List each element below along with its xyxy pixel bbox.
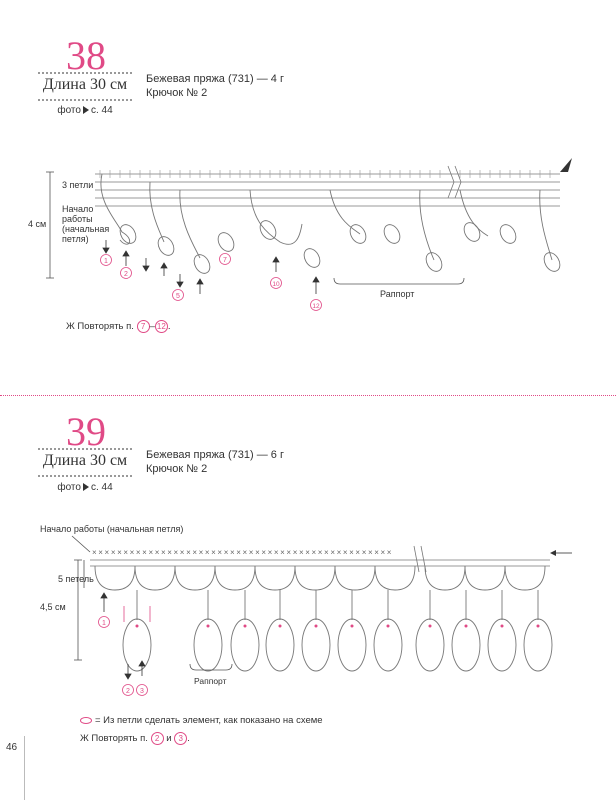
pattern-39-rule-top <box>38 448 132 450</box>
chart38-rapport-label: Раппорт <box>380 289 414 299</box>
chart38-height-label: 4 см <box>28 219 46 229</box>
chart39-scallops <box>94 565 546 591</box>
pattern-39-length: Длина 30 см <box>42 452 128 469</box>
chart38-step-7: 7 <box>223 257 227 264</box>
chart38-stitch-ticks <box>99 170 551 178</box>
chart38-start-3: (начальная <box>62 224 109 234</box>
photo-page: с. 44 <box>90 482 113 493</box>
repeat-to-badge: 12 <box>154 320 168 333</box>
pattern-38-materials: Бежевая пряжа (731) — 4 г Крючок № 2 <box>146 72 284 100</box>
photo-label: фото <box>57 482 81 493</box>
chart39-drops <box>122 590 553 672</box>
repeat-suffix: . <box>187 733 190 745</box>
chart38-step-5: 5 <box>176 293 180 300</box>
repeat-b-badge: 3 <box>174 732 188 745</box>
repeat-note-prefix: Ж Повторять п. <box>66 321 134 333</box>
pattern-38-hook: Крючок № 2 <box>146 87 208 99</box>
repeat-from-badge: 7 <box>136 320 150 333</box>
pattern-38-repeat-note: Ж Повторять п. 7–12. <box>66 320 171 333</box>
repeat-note-prefix: Ж Повторять п. <box>80 733 148 745</box>
pattern-38-yarn: Бежевая пряжа (731) — 4 г <box>146 73 284 85</box>
pattern-38-length: Длина 30 см <box>42 76 128 93</box>
repeat-and: и <box>166 733 172 745</box>
chart39-arrow-left-icon <box>550 550 556 556</box>
chart39-step-2: 2 <box>126 688 130 695</box>
chart38-step-markers: 1 2 5 7 10 12 <box>100 253 322 311</box>
chart39-start-label: Начало работы (начальная петля) <box>40 524 183 534</box>
chart38-step-2: 2 <box>124 271 128 278</box>
repeat-a-badge: 2 <box>150 732 164 745</box>
chart38-step-1: 1 <box>104 258 108 265</box>
chart38-step-arrows <box>102 240 320 294</box>
chart39-step-3: 3 <box>140 688 144 695</box>
pattern-39-hook: Крючок № 2 <box>146 463 208 475</box>
chart38-rapport-bracket <box>333 277 465 285</box>
chart38-start-2: работы <box>62 214 93 224</box>
chart39-loops-label: 5 петель <box>58 574 94 584</box>
pattern-39-materials: Бежевая пряжа (731) — 6 г Крючок № 2 <box>146 448 284 476</box>
chart38-step-10: 10 <box>272 281 280 288</box>
play-triangle-icon <box>82 482 89 491</box>
pattern-39-legend: = Из петли сделать элемент, как показано… <box>80 715 323 726</box>
pattern-39-yarn: Бежевая пряжа (731) — 6 г <box>146 449 284 461</box>
photo-page: с. 44 <box>90 105 113 116</box>
chart38-start-4: петля) <box>62 234 89 244</box>
pattern-39-repeat-note: Ж Повторять п. 2 и 3. <box>80 732 190 745</box>
chart39-start-pointer <box>71 535 91 553</box>
folio-rule <box>24 736 25 800</box>
photo-label: фото <box>57 105 81 116</box>
chart38-step-12: 12 <box>312 303 320 310</box>
pattern-39-photo-ref[interactable]: фото с. 44 <box>35 482 135 493</box>
section-divider <box>0 395 616 396</box>
chart39-height-label: 4,5 см <box>40 602 66 612</box>
loop-oval-icon <box>80 716 92 724</box>
pattern-39-rule-bottom <box>38 475 132 477</box>
page-number: 46 <box>6 742 18 753</box>
pattern-38-rule-top <box>38 72 132 74</box>
chart39-step-1: 1 <box>102 620 106 627</box>
pattern-39-chart: Начало работы (начальная петля) ××××××××… <box>40 524 572 696</box>
chart38-pendants <box>100 173 561 274</box>
chart39-x-row: ××××××××××××××××××××××××××××××××××××××××… <box>92 548 393 557</box>
repeat-dash: – <box>149 321 155 333</box>
legend-text: = Из петли сделать элемент, как показано… <box>95 715 323 726</box>
pattern-38-chart: 4 см 3 петли Начало работы (начальная пе… <box>28 158 572 311</box>
chart39-rapport-label: Раппорт <box>194 676 227 686</box>
pattern-38-rule-bottom <box>38 99 132 101</box>
chart38-start-1: Начало <box>62 204 93 214</box>
chart38-chain-rows <box>95 173 560 207</box>
pattern-38-number: 38 <box>66 33 106 78</box>
play-triangle-icon <box>82 105 89 114</box>
chart38-corner-triangle-icon <box>560 158 572 172</box>
chart39-rapport-bracket <box>189 663 233 671</box>
chart39-pink-arrows <box>123 606 151 622</box>
chart39-step-markers: 1 2 3 <box>98 616 148 696</box>
repeat-suffix: . <box>167 321 171 333</box>
chart39-pink-marks <box>135 624 540 628</box>
chart38-loops-label: 3 петли <box>62 180 93 190</box>
pattern-39-number: 39 <box>66 409 106 454</box>
chart39-step-arrows <box>100 592 146 680</box>
pattern-38-photo-ref[interactable]: фото с. 44 <box>35 105 135 116</box>
